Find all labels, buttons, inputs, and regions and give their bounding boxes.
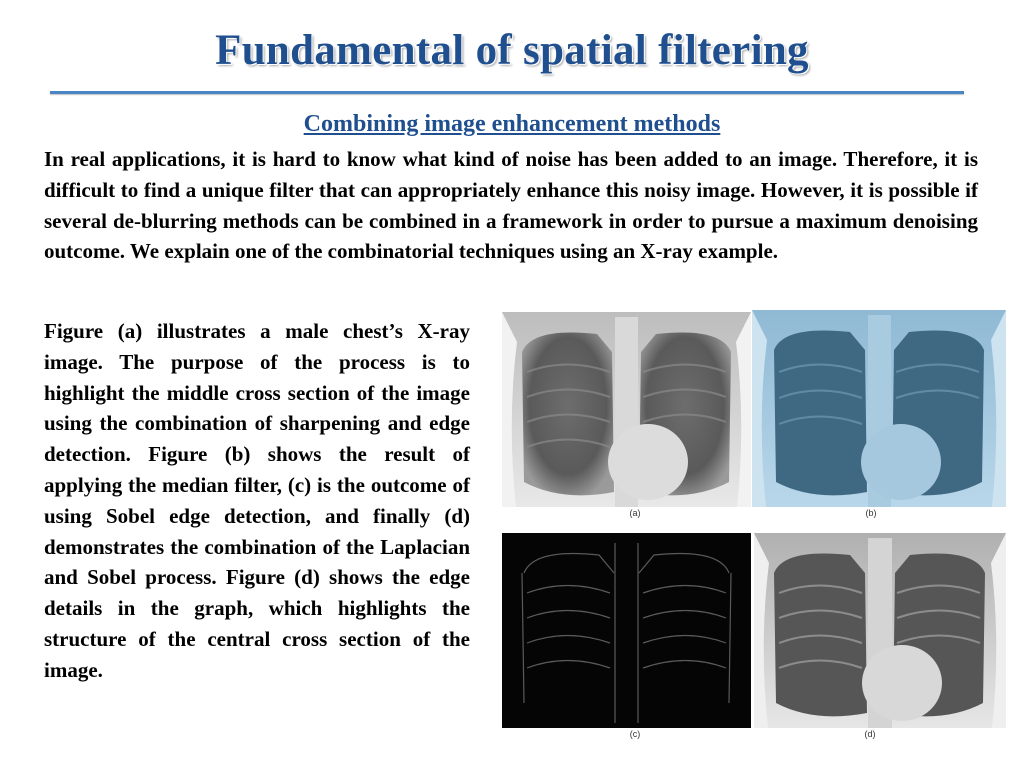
xray-figure-a xyxy=(502,312,751,507)
figure-caption-b: (b) xyxy=(865,508,877,518)
slide-title: Fundamental of spatial filtering xyxy=(215,27,809,74)
xray-figure-d xyxy=(754,533,1006,728)
xray-figure-b xyxy=(752,310,1006,507)
xray-figure-c xyxy=(502,533,751,728)
intro-paragraph: In real applications, it is hard to know… xyxy=(44,147,978,264)
figure-caption-a: (a) xyxy=(629,508,641,518)
figure-caption-c: (c) xyxy=(629,729,641,739)
section-subtitle: Combining image enhancement methods xyxy=(303,111,721,137)
figure-caption-d: (d) xyxy=(864,729,876,739)
title-underline xyxy=(50,91,964,94)
figure-description: Figure (a) illustrates a male chest’s X-… xyxy=(44,319,470,682)
